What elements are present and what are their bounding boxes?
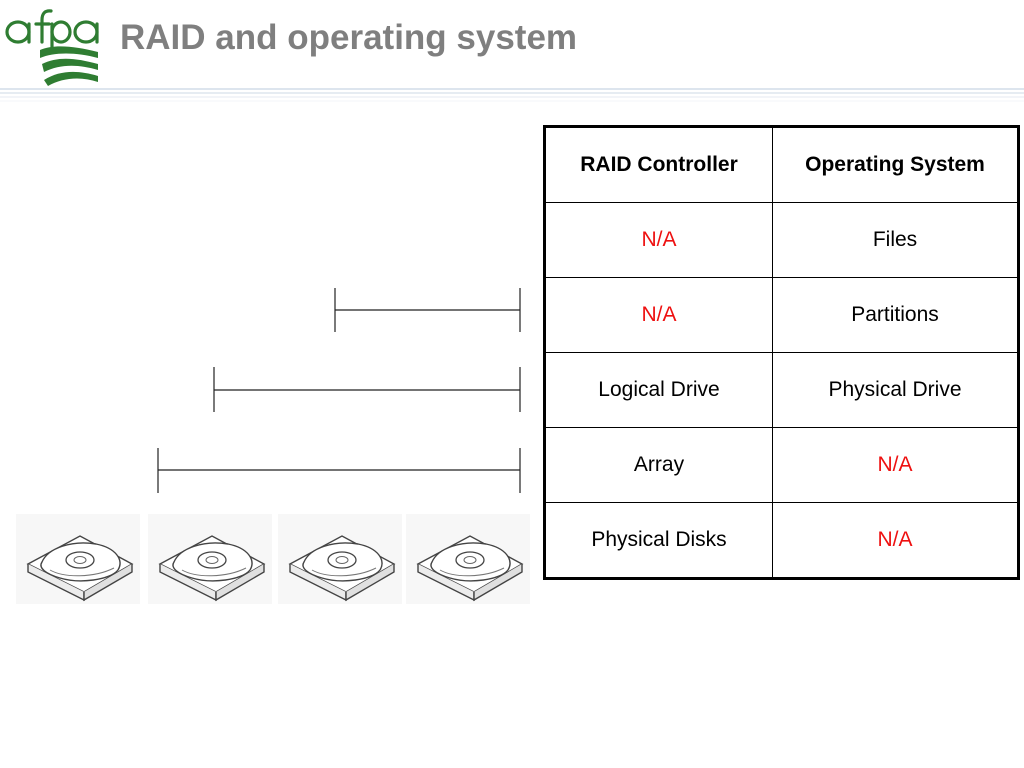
cell-operating-system: Physical Drive [772,352,1019,428]
cell-raid-controller: Logical Drive [544,352,773,428]
cell-raid-controller: N/A [544,202,773,278]
cell-raid-controller: Physical Disks [544,502,773,579]
hard-disk-icon [405,513,531,605]
cell-operating-system: N/A [772,427,1019,503]
cell-raid-controller: N/A [544,277,773,353]
raid-diagram [15,288,531,605]
hard-disk-icon [147,513,273,605]
cell-operating-system: Files [772,202,1019,278]
header-divider [0,88,1024,102]
cell-operating-system: N/A [772,502,1019,579]
bracket-physical-disks [157,448,521,493]
table-row: Physical Disks N/A [544,502,1019,579]
hard-disk-icon [277,513,403,605]
afpa-logo-icon [5,9,99,86]
raid-os-mapping-table: RAID Controller Operating System N/A Fil… [543,125,1020,580]
table-row: Logical Drive Physical Drive [544,352,1019,428]
header-operating-system: Operating System [772,126,1019,203]
bracket-array [213,367,521,412]
slide-title: RAID and operating system [120,18,578,57]
hard-disk-icon [15,513,141,605]
table-row: N/A Files [544,202,1019,278]
mapping-table-container: RAID Controller Operating System N/A Fil… [543,125,1020,580]
header-raid-controller: RAID Controller [544,126,773,203]
bracket-logical-drive [334,288,521,332]
table-row: N/A Partitions [544,277,1019,353]
table-header-row: RAID Controller Operating System [544,126,1019,203]
table-row: Array N/A [544,427,1019,503]
cell-operating-system: Partitions [772,277,1019,353]
cell-raid-controller: Array [544,427,773,503]
